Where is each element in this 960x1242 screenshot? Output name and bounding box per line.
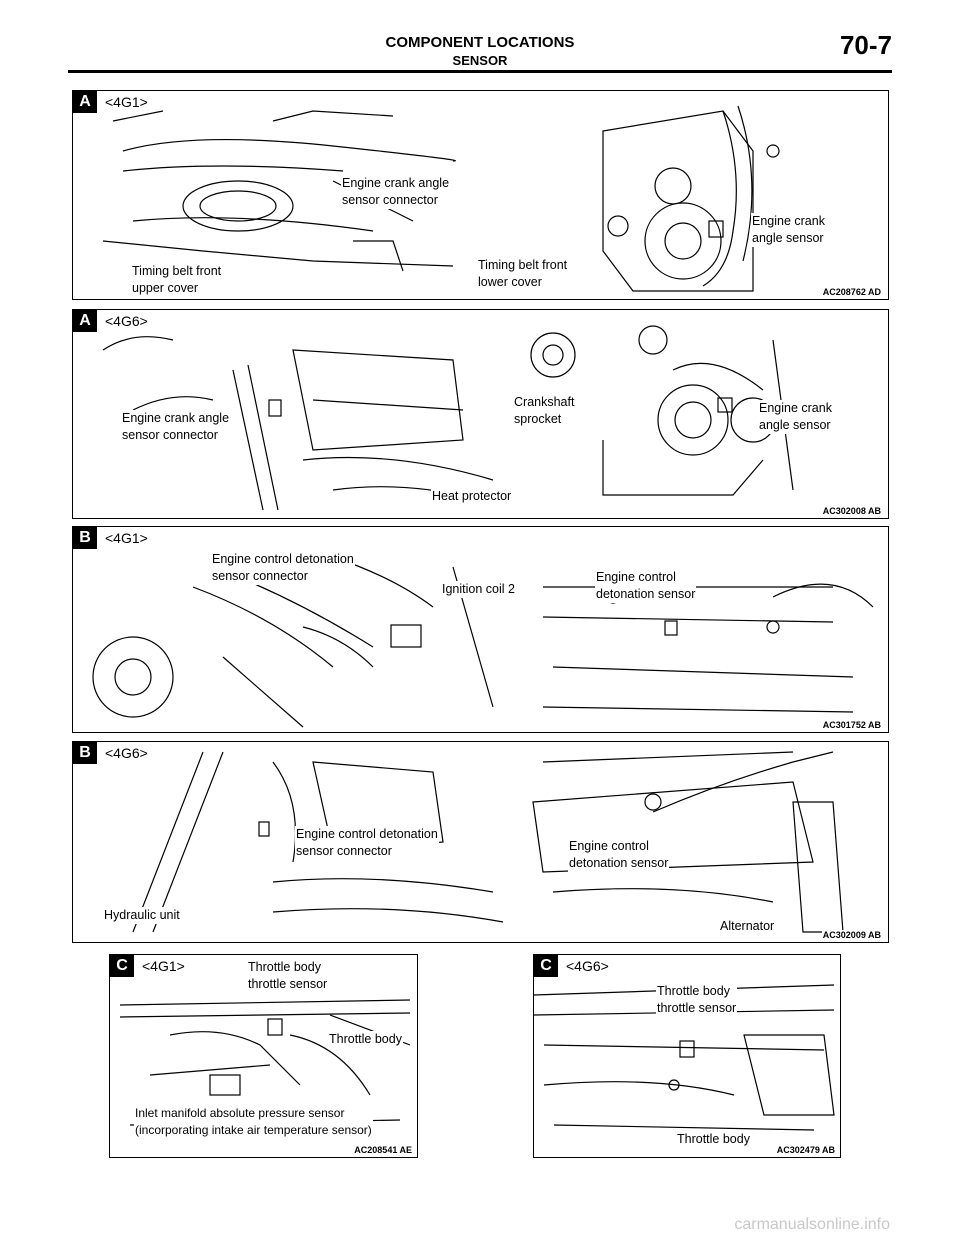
engine-illustration xyxy=(132,751,844,933)
callout-label: Engine control detonation sensor xyxy=(595,569,697,603)
callout-label: Throttle body xyxy=(328,1031,403,1048)
callout-label: Engine crank angle sensor connector xyxy=(341,175,451,209)
section-tag: C xyxy=(110,955,134,977)
page-subtitle: SENSOR xyxy=(452,53,508,68)
section-tag: A xyxy=(73,91,97,113)
section-tag: C xyxy=(534,955,558,977)
callout-label: Engine control detonation sensor connect… xyxy=(295,826,439,860)
page-number: 70-7 xyxy=(839,30,892,60)
callout-label: Ignition coil 2 xyxy=(441,581,516,598)
section-tag: B xyxy=(73,742,97,764)
engine-illustration xyxy=(102,105,780,297)
callout-label: Engine crank angle sensor xyxy=(758,400,833,434)
callout-label: Engine control detonation sensor xyxy=(568,838,670,872)
engine-variant-label: <4G6> xyxy=(564,958,611,974)
callout-label: Hydraulic unit xyxy=(103,907,181,924)
section-tag: B xyxy=(73,527,97,549)
callout-label: Alternator xyxy=(719,918,776,935)
figure-code: AC208541 AE xyxy=(353,1145,413,1155)
engine-illustration xyxy=(92,556,874,728)
callout-label: Heat protector xyxy=(431,488,513,505)
figure-code: AC208762 AD xyxy=(821,287,882,297)
callout-label: Timing belt front lower cover xyxy=(477,257,569,291)
page-title: COMPONENT LOCATIONS xyxy=(385,34,575,51)
callout-label: Engine crank angle sensor xyxy=(751,213,826,247)
figure-code: AC302479 AB xyxy=(775,1145,836,1155)
callout-label: Throttle body throttle sensor xyxy=(656,983,738,1017)
section-tag: A xyxy=(73,310,97,332)
panel-a-4g1: A <4G1> Engine crank angle sensor connec… xyxy=(72,90,889,300)
figure-code: AC302009 AB xyxy=(821,930,882,940)
callout-label: Throttle body throttle sensor xyxy=(247,959,329,993)
engine-variant-label: <4G1> xyxy=(140,958,187,974)
watermark-text: carmanualsonline.info xyxy=(734,1216,890,1233)
callout-label: Timing belt front upper cover xyxy=(131,263,223,297)
figure-code: AC301752 AB xyxy=(821,720,882,730)
panel-c-4g1: C <4G1> Throttle body throttle sensor Th… xyxy=(109,954,418,1158)
callout-label: Throttle body xyxy=(676,1131,751,1148)
engine-variant-label: <4G6> xyxy=(103,745,150,761)
engine-variant-label: <4G6> xyxy=(103,313,150,329)
callout-label: Inlet manifold absolute pressure sensor … xyxy=(134,1105,373,1139)
panel-b-4g1: B <4G1> Engine control detonation sensor… xyxy=(72,526,889,733)
callout-label: Crankshaft sprocket xyxy=(513,394,576,428)
callout-label: Engine crank angle sensor connector xyxy=(121,410,231,444)
engine-variant-label: <4G1> xyxy=(103,94,150,110)
panel-b-4g6: B <4G6> Engine control detonation sensor… xyxy=(72,741,889,943)
engine-variant-label: <4G1> xyxy=(103,530,150,546)
panel-c-4g6: C <4G6> Throttle body throttle sensor Th… xyxy=(533,954,841,1158)
callout-label: Engine control detonation sensor connect… xyxy=(211,551,355,585)
figure-code: AC302008 AB xyxy=(821,506,882,516)
panel-a-4g6: A <4G6> Engine crank angle sensor connec… xyxy=(72,309,889,519)
header-rule xyxy=(68,70,892,73)
